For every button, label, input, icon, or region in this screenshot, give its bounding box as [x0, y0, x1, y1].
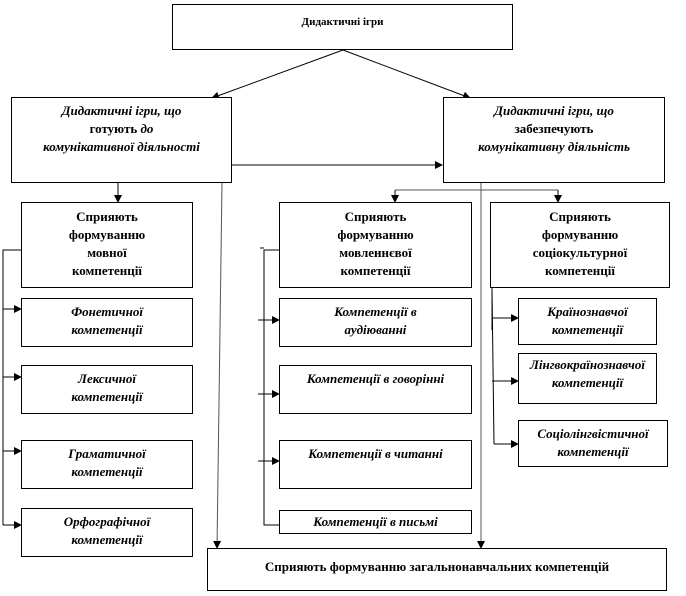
node-line: мовної	[87, 245, 127, 260]
arrow-top-left	[211, 49, 344, 100]
node-line: формуванню	[68, 227, 146, 242]
node-line: компетенції	[71, 263, 143, 278]
node-line: Соціолінгвістичної	[537, 426, 649, 441]
node-line: готують	[89, 121, 138, 136]
node-line: Орфографічної	[63, 514, 151, 529]
node-line: компетенції	[71, 464, 143, 479]
category-language: Сприяють формуванню мовної компетенції	[21, 202, 193, 288]
node-line: Лексичної	[78, 371, 136, 386]
item-phonetic: Фонетичної компетенції	[21, 298, 193, 347]
node-line: комунікативну діяльність	[478, 139, 630, 154]
item-country-studies: Країнознавчої компетенції	[518, 298, 657, 345]
node-line: Фонетичної	[71, 304, 143, 319]
general-competences-title: Сприяють формуванню загальнонавчальних к…	[264, 559, 610, 574]
root-node: Дидактичні ігри	[172, 4, 513, 50]
node-line: Дидактичні ігри, що	[494, 103, 614, 118]
node-line: компетенції	[544, 263, 616, 278]
node-prepare-games: Дидактичні ігри, що готують до комунікат…	[11, 97, 232, 183]
node-line: Країнознавчої	[547, 304, 628, 319]
bracket-speech	[263, 249, 279, 526]
node-line: компетенції	[557, 444, 629, 459]
arrow-left-to-bottom	[213, 182, 223, 549]
node-line: мовленнєвої	[339, 245, 412, 260]
node-line: забезпечують	[514, 121, 594, 136]
item-grammar: Граматичної компетенції	[21, 440, 193, 489]
node-line: компетенції	[340, 263, 411, 278]
item-writing: Компетенції в письмі	[279, 510, 472, 534]
node-line: аудіюванні	[344, 322, 407, 337]
node-line: компетенції	[551, 322, 624, 337]
node-line: соціокультурної	[532, 245, 628, 260]
item-speaking: Компетенції в говорінні	[279, 365, 472, 414]
item-sociolinguistic: Соціолінгвістичної компетенції	[518, 420, 668, 467]
item-lexical: Лексичної компетенції	[21, 365, 193, 414]
node-line: Сприяють	[549, 209, 611, 224]
node-line: формуванню	[541, 227, 619, 242]
category-socio: Сприяють формуванню соціокультурної комп…	[490, 202, 670, 288]
node-line: компетенції	[71, 532, 143, 547]
node-line: до	[137, 121, 154, 136]
node-line: Компетенції в говорінні	[306, 371, 445, 386]
node-line: Лінгвокраїнознавчої	[530, 357, 645, 372]
category-speech: Сприяють формуванню мовленнєвої компетен…	[279, 202, 472, 288]
node-line: компетенції	[71, 322, 143, 337]
node-line: Компетенції в читанні	[308, 446, 443, 461]
node-line: Сприяють	[344, 209, 407, 224]
node-line: комунікативної діяльності	[43, 139, 200, 154]
node-line: Граматичної	[68, 446, 146, 461]
general-competences-node: Сприяють формуванню загальнонавчальних к…	[207, 548, 667, 591]
node-provide-games: Дидактичні ігри, що забезпечують комунік…	[443, 97, 665, 183]
node-line: Сприяють	[76, 209, 138, 224]
item-linguo-country: Лінгвокраїнознавчої компетенції	[518, 353, 657, 404]
node-line: Дидактичні ігри, що	[61, 103, 182, 118]
item-orthography: Орфографічної компетенції	[21, 508, 193, 557]
node-line: Компетенції в	[334, 304, 417, 319]
node-line: Компетенції в письмі	[313, 514, 438, 529]
node-line: компетенції	[71, 389, 143, 404]
node-line: компетенції	[551, 375, 624, 390]
node-line: формуванню	[337, 227, 414, 242]
item-reading: Компетенції в читанні	[279, 440, 472, 489]
bracket-language	[2, 249, 21, 525]
item-listening: Компетенції в аудіюванні	[279, 298, 472, 347]
arrow-top-right	[342, 49, 471, 100]
root-title: Дидактичні ігри	[301, 16, 384, 28]
